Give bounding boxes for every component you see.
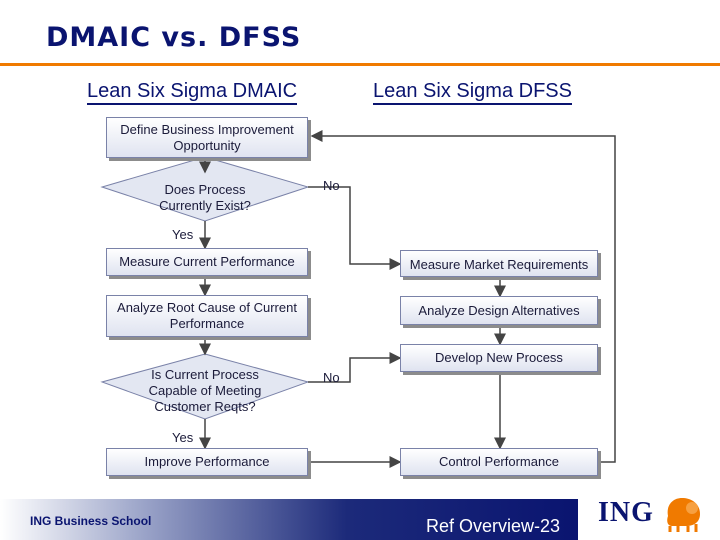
measure-market-box: Measure Market Requirements [400, 250, 598, 277]
arrow-feedback-to-define [310, 130, 616, 463]
yes-label-1: Yes [172, 227, 194, 242]
yes-label-2: Yes [172, 430, 194, 445]
arrow-no-to-develop [308, 352, 402, 383]
dfss-column-heading: Lean Six Sigma DFSS [373, 80, 572, 105]
arrow-no-to-dfss-measure [308, 186, 402, 270]
no-label-1: No [323, 178, 340, 193]
title-divider [0, 63, 720, 66]
lion-icon [667, 498, 700, 532]
decision-exist-text: Does Process Currently Exist? [159, 182, 251, 213]
footer-bar [0, 499, 578, 540]
decision-capable-text: Is Current Process Capable of Meeting Cu… [148, 367, 262, 414]
control-performance-box: Control Performance [400, 448, 598, 476]
page-title: DMAIC vs. DFSS [46, 22, 302, 53]
ing-logo-text: ING [598, 497, 654, 528]
no-label-2: No [323, 370, 340, 385]
measure-current-box: Measure Current Performance [106, 248, 308, 276]
footer-reference: Ref Overview-23 [426, 516, 561, 536]
define-opportunity-box: Define Business Improvement Opportunity [106, 117, 308, 158]
footer-school: ING Business School [30, 514, 152, 528]
dmaic-column-heading: Lean Six Sigma DMAIC [87, 80, 298, 105]
analyze-root-cause-box: Analyze Root Cause of Current Performanc… [106, 295, 308, 337]
improve-performance-box: Improve Performance [106, 448, 308, 476]
develop-process-box: Develop New Process [400, 344, 598, 372]
analyze-design-box: Analyze Design Alternatives [400, 296, 598, 325]
